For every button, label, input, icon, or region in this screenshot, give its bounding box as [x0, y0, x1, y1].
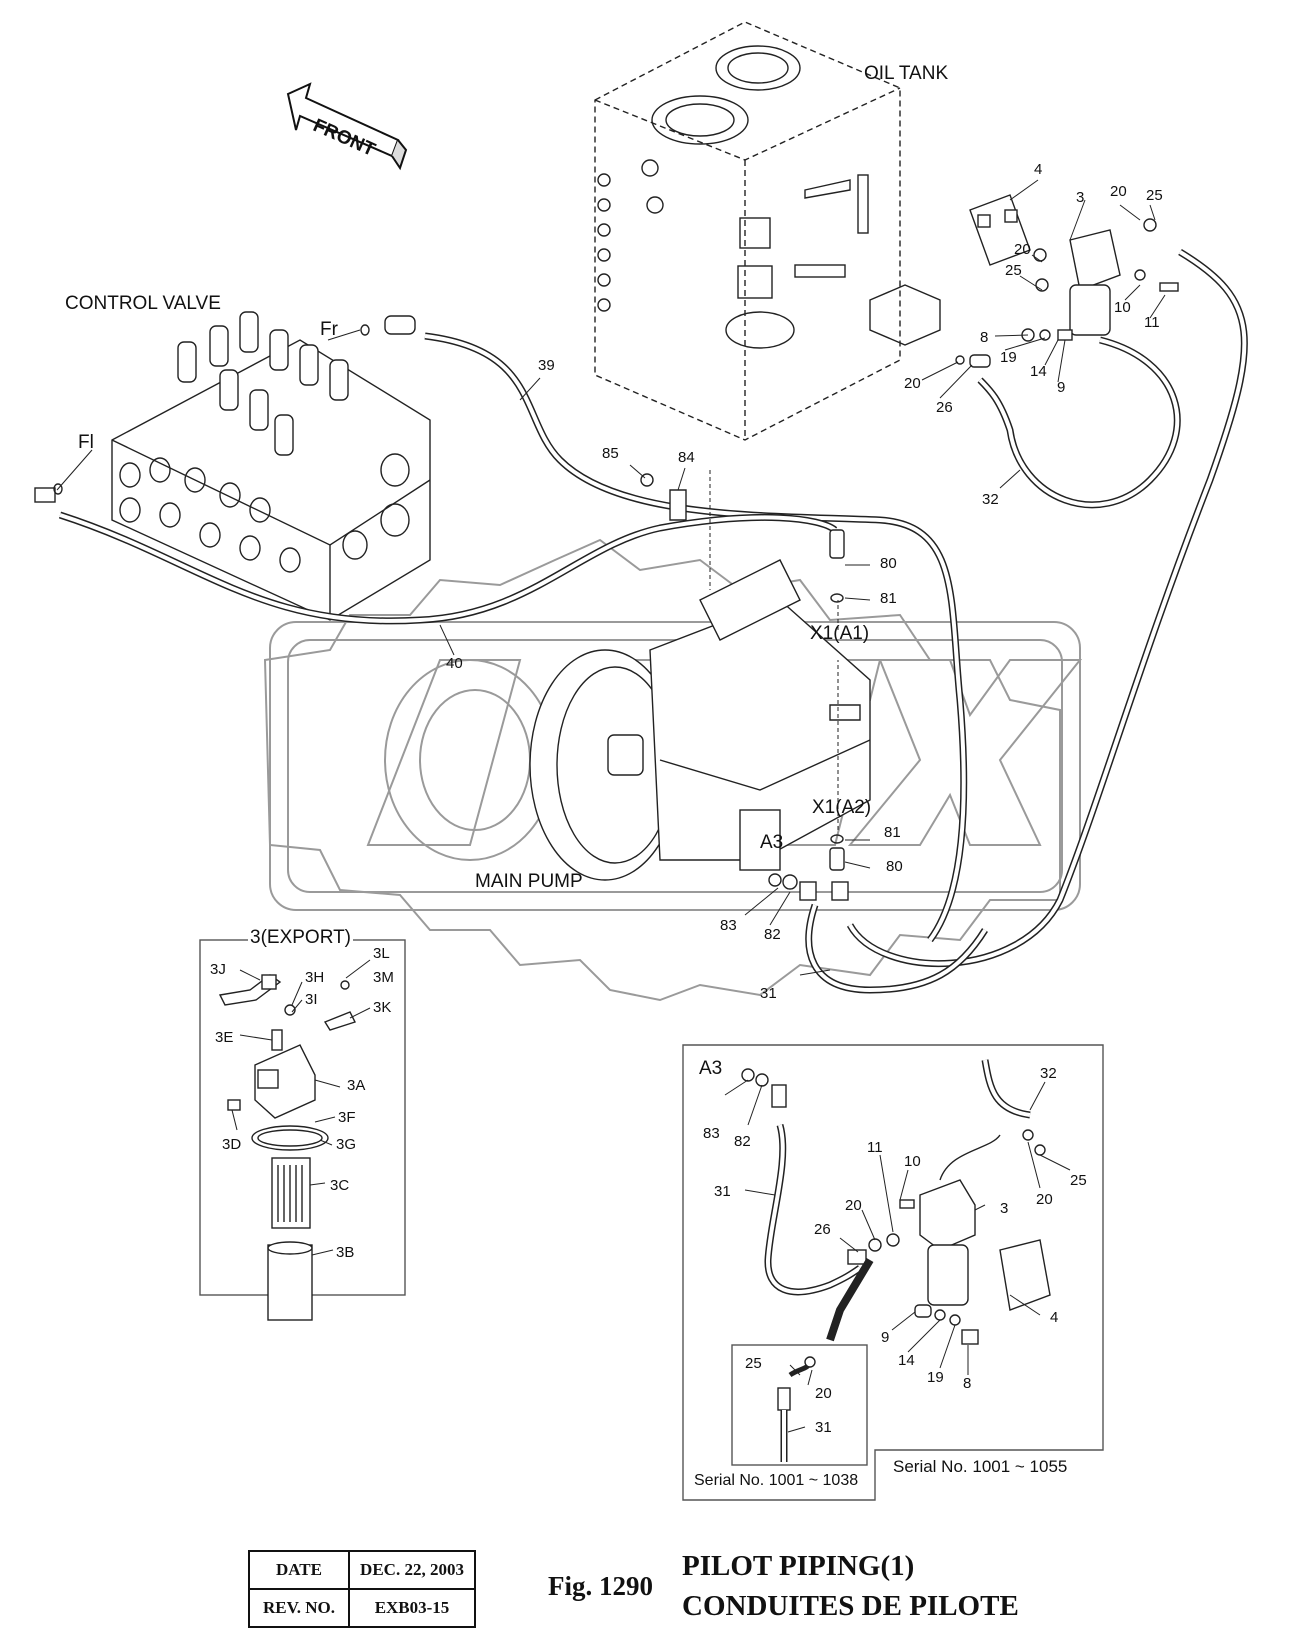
port-x1-a1-label: X1(A1)	[810, 623, 870, 644]
date-label: DATE	[248, 1550, 350, 1590]
callout: 31	[714, 1183, 731, 1200]
callout: 4	[1034, 161, 1043, 178]
callout: 25	[745, 1355, 762, 1372]
figure-title-en: PILOT PIPING(1)	[682, 1550, 915, 1582]
callout: 26	[936, 399, 953, 416]
callout: 20	[1110, 183, 1127, 200]
callout: 20	[845, 1197, 862, 1214]
pump-fittings	[34, 315, 849, 901]
callout: 40	[446, 655, 463, 672]
serial-range-outer: Serial No. 1001 ~ 1055	[893, 1457, 1068, 1476]
callout: 25	[1146, 187, 1163, 204]
callout: 3D	[222, 1136, 242, 1153]
callout: 20	[1036, 1191, 1053, 1208]
callout: 26	[814, 1221, 831, 1238]
figure-title-fr: CONDUITES DE PILOTE	[682, 1590, 1019, 1622]
callout: 19	[1000, 349, 1017, 366]
figure-number: Fig. 1290	[548, 1571, 653, 1601]
callout: 14	[1030, 363, 1047, 380]
rev-value: EXB03-15	[348, 1588, 476, 1628]
callout: 3	[1000, 1200, 1009, 1217]
callout: 3F	[338, 1109, 356, 1126]
callout: 32	[1040, 1065, 1057, 1082]
callout: 3L	[373, 945, 390, 962]
callout: 10	[1114, 299, 1131, 316]
callout: 31	[815, 1419, 832, 1436]
callout: 25	[1005, 262, 1022, 279]
callout: 3G	[336, 1136, 357, 1153]
export-leaders	[231, 959, 371, 1256]
fr-port-label: Fr	[320, 319, 338, 340]
callout: 31	[760, 985, 777, 1002]
callout: 3M	[373, 969, 394, 986]
callout: 20	[904, 375, 921, 392]
filter-assembly	[955, 194, 1179, 368]
callout: 3C	[330, 1177, 350, 1194]
callout: 11	[1144, 314, 1160, 331]
callout: 10	[904, 1153, 921, 1170]
revision-table: DATE DEC. 22, 2003 REV. NO. EXB03-15	[248, 1550, 476, 1628]
rev-label: REV. NO.	[248, 1588, 350, 1628]
callout: 25	[1070, 1172, 1087, 1189]
callout: 83	[703, 1125, 720, 1142]
callout: 8	[980, 329, 989, 346]
main-pump	[529, 559, 871, 881]
callout: A3	[699, 1058, 723, 1079]
callout: 3E	[215, 1029, 234, 1046]
callout: 84	[678, 449, 695, 466]
hoses	[58, 248, 1248, 994]
oil-tank	[594, 21, 941, 441]
callout: 9	[1057, 379, 1066, 396]
callout: 3J	[210, 961, 226, 978]
detail-box	[682, 1044, 1104, 1501]
front-arrow	[286, 82, 408, 171]
fl-port-label: Fl	[78, 432, 94, 453]
control-valve	[111, 311, 431, 621]
callout: 9	[881, 1329, 890, 1346]
export-title: 3(EXPORT)	[248, 927, 354, 948]
callout: 85	[602, 445, 619, 462]
control-valve-label: CONTROL VALVE	[65, 293, 221, 314]
callout: 19	[927, 1369, 944, 1386]
leader-lines	[56, 179, 1166, 976]
callout: 32	[982, 491, 999, 508]
serial-range-inner: Serial No. 1001 ~ 1038	[694, 1472, 859, 1489]
callout: 14	[898, 1352, 915, 1369]
callout: 8	[963, 1375, 972, 1392]
callout: 3B	[336, 1244, 355, 1261]
callout: 20	[1014, 241, 1031, 258]
callout: 82	[764, 926, 781, 943]
callout: 3I	[305, 991, 318, 1008]
callout: 80	[880, 555, 897, 572]
date-value: DEC. 22, 2003	[348, 1550, 476, 1590]
callout: 20	[815, 1385, 832, 1402]
port-x1-a2-label: X1(A2)	[812, 797, 872, 818]
callout: 81	[884, 824, 901, 841]
callout: 3K	[373, 999, 392, 1016]
callout: 11	[867, 1139, 883, 1156]
oil-tank-label: OIL TANK	[864, 63, 949, 84]
export-detail	[199, 939, 406, 1321]
callout: 3H	[305, 969, 325, 986]
main-pump-label: MAIN PUMP	[475, 871, 583, 892]
callout: 4	[1050, 1309, 1059, 1326]
callout: 80	[886, 858, 903, 875]
callout: 82	[734, 1133, 751, 1150]
callout: 3	[1076, 189, 1085, 206]
port-a3-label: A3	[760, 832, 784, 853]
callout: 3A	[347, 1077, 366, 1094]
callout: 81	[880, 590, 897, 607]
detail-leaders	[724, 1079, 1071, 1433]
callout: 83	[720, 917, 737, 934]
callout: 39	[538, 357, 555, 374]
